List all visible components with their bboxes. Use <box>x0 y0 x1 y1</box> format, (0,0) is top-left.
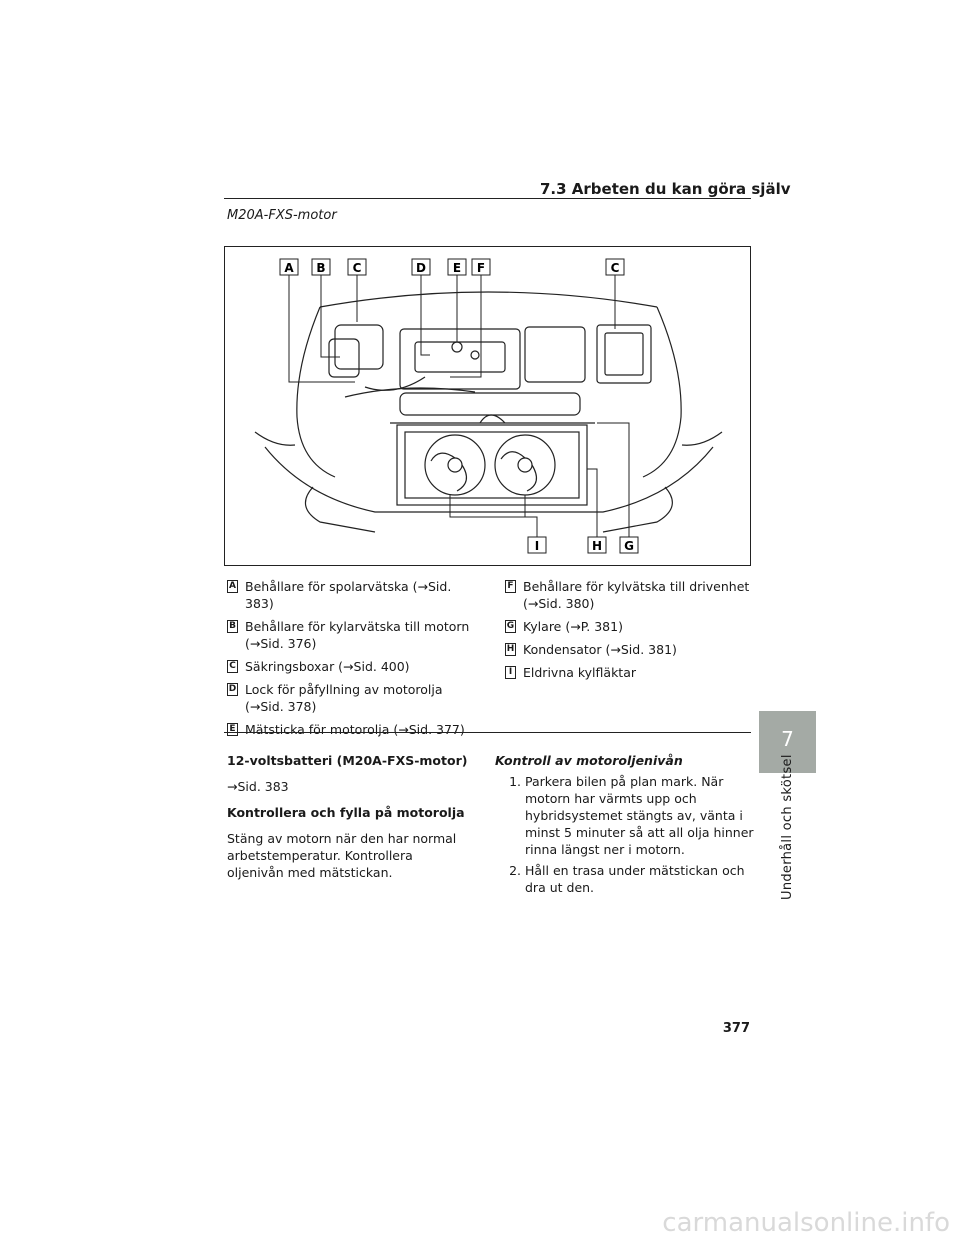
figure-label-a: A <box>279 258 299 276</box>
figure-top-labels: A B C D E F C <box>279 258 625 276</box>
legend-badge: I <box>505 666 516 679</box>
battery-heading: 12-voltsbatteri (M20A-FXS-motor) <box>227 753 468 768</box>
legend-text: Lock för påfyllning av motorolja (→Sid. … <box>245 682 443 714</box>
legend-item-b: B Behållare för kylarvätska till motorn … <box>227 618 482 652</box>
step-number: 1. <box>509 774 521 789</box>
legend-item-f: F Behållare för kylvätska till drivenhet… <box>505 578 755 612</box>
legend-item-a: A Behållare för spolarvätska (→Sid. 383) <box>227 578 482 612</box>
figure-bottom-labels: I H G <box>527 536 639 554</box>
svg-text:C: C <box>353 261 362 275</box>
legend-item-e: E Mätsticka för motorolja (→Sid. 377) <box>227 721 482 738</box>
figure-label-d: D <box>411 258 431 276</box>
svg-text:D: D <box>416 261 426 275</box>
legend-item-d: D Lock för påfyllning av motorolja (→Sid… <box>227 681 482 715</box>
legend-text: Behållare för spolarvätska (→Sid. 383) <box>245 579 452 611</box>
svg-text:B: B <box>316 261 325 275</box>
svg-text:G: G <box>624 539 634 553</box>
legend-text: Mätsticka för motorolja (→Sid. 377) <box>245 722 465 737</box>
body-right-column: Kontroll av motoroljenivån 1. Parkera bi… <box>495 752 757 896</box>
chapter-number: 7 <box>781 727 794 751</box>
figure-label-h: H <box>587 536 607 554</box>
legend-text: Behållare för kylvätska till drivenhet (… <box>523 579 750 611</box>
page-number: 377 <box>722 1021 750 1036</box>
figure-caption: M20A-FXS-motor <box>227 208 337 223</box>
oil-level-subheading: Kontroll av motoroljenivån <box>495 753 683 768</box>
oil-paragraph: Stäng av motorn när den har normal arbet… <box>227 831 457 880</box>
step-text: Håll en trasa under mätstickan och dra u… <box>525 863 745 895</box>
legend-badge: D <box>227 683 238 696</box>
legend-text: Kylare (→P. 381) <box>523 619 623 634</box>
svg-text:H: H <box>592 539 602 553</box>
legend-badge: B <box>227 620 238 633</box>
body-left-column: 12-voltsbatteri (M20A-FXS-motor) →Sid. 3… <box>227 752 472 890</box>
oil-heading: Kontrollera och fylla på motorolja <box>227 805 465 820</box>
figure-label-i: I <box>527 536 547 554</box>
engine-bay-illustration: A B C D E F C I H G <box>254 258 723 554</box>
legend-item-g: G Kylare (→P. 381) <box>505 618 755 635</box>
legend-item-c: C Säkringsboxar (→Sid. 400) <box>227 658 482 675</box>
legend-left-column: A Behållare för spolarvätska (→Sid. 383)… <box>227 578 482 744</box>
engine-bay-figure: A B C D E F C I H G <box>224 246 751 566</box>
figure-label-b: B <box>311 258 331 276</box>
step-text: Parkera bilen på plan mark. När motorn h… <box>525 774 754 857</box>
figure-label-g: G <box>619 536 639 554</box>
figure-label-c-right: C <box>605 258 625 276</box>
figure-label-f: F <box>471 258 491 276</box>
legend-text: Kondensator (→Sid. 381) <box>523 642 677 657</box>
legend-badge: E <box>227 723 238 736</box>
header-rule <box>224 198 751 199</box>
legend-item-i: I Eldrivna kylfläktar <box>505 664 755 681</box>
watermark: carmanualsonline.info <box>662 1208 950 1238</box>
section-divider <box>224 732 751 733</box>
section-header-title: 7.3 Arbeten du kan göra själv <box>540 180 791 198</box>
svg-text:C: C <box>611 261 620 275</box>
legend-text: Säkringsboxar (→Sid. 400) <box>245 659 410 674</box>
svg-text:F: F <box>477 261 485 275</box>
legend-badge: H <box>505 643 516 656</box>
figure-label-c-left: C <box>347 258 367 276</box>
chapter-side-label: Underhåll och skötsel <box>780 754 795 900</box>
legend-text: Eldrivna kylfläktar <box>523 665 637 680</box>
svg-text:I: I <box>535 539 539 553</box>
svg-text:A: A <box>284 261 294 275</box>
chapter-tab <box>759 711 816 773</box>
step-item: 1. Parkera bilen på plan mark. När motor… <box>495 773 757 858</box>
legend-right-column: F Behållare för kylvätska till drivenhet… <box>505 578 755 687</box>
svg-text:E: E <box>453 261 461 275</box>
step-item: 2. Håll en trasa under mätstickan och dr… <box>495 862 757 896</box>
legend-item-h: H Kondensator (→Sid. 381) <box>505 641 755 658</box>
legend-badge: C <box>227 660 238 673</box>
figure-label-e: E <box>447 258 467 276</box>
legend-text: Behållare för kylarvätska till motorn (→… <box>245 619 470 651</box>
legend-badge: A <box>227 580 238 593</box>
step-number: 2. <box>509 863 521 878</box>
battery-reference: →Sid. 383 <box>227 779 289 794</box>
legend-badge: F <box>505 580 516 593</box>
legend-badge: G <box>505 620 516 633</box>
